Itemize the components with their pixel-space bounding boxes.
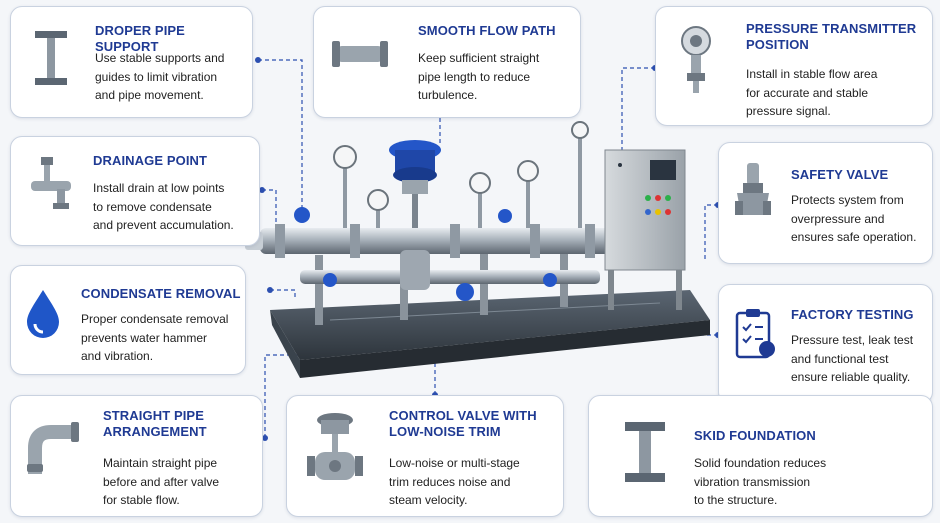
card-title: FACTORY TESTING (791, 307, 914, 322)
connector-safety-valve (704, 204, 718, 262)
pipe-segment-icon (332, 41, 388, 67)
i-beam-icon (625, 422, 665, 482)
connector-drainage (262, 189, 277, 240)
pipe-support-icon (35, 31, 67, 85)
card-title: DROPER PIPE SUPPORT (95, 23, 185, 54)
control-cabinet (604, 149, 686, 310)
skid-base (270, 290, 710, 378)
drain-pipe-icon (31, 157, 71, 209)
card-condensate: CONDENSATE REMOVAL Proper condensate rem… (10, 265, 246, 375)
connector-condensate (270, 289, 296, 300)
water-drop-icon (27, 290, 59, 338)
card-drainage: DRAINAGE POINT Install drain at low poin… (10, 136, 260, 246)
card-title: CONDENSATE REMOVAL (81, 286, 241, 301)
steam-skid-illustration (245, 121, 710, 378)
control-valve (389, 140, 441, 290)
card-factory-testing: FACTORY TESTING Pressure test, leak test… (718, 284, 933, 404)
pressure-gauges (333, 121, 589, 228)
card-title: SKID FOUNDATION (694, 428, 816, 443)
pressure-transmitter-icon (681, 26, 711, 93)
connector-flow-path (439, 70, 456, 145)
connector-pipe-support (258, 59, 303, 215)
clipboard-check-icon (735, 309, 775, 359)
connector-pressure-transmitter (621, 67, 655, 150)
pipe-elbow-icon (27, 422, 79, 474)
card-title: SAFETY VALVE (791, 167, 889, 182)
card-title: DRAINAGE POINT (93, 153, 208, 168)
card-title: SMOOTH FLOW PATH (418, 23, 556, 38)
card-pipe-support: DROPER PIPE SUPPORT Use stable supports … (10, 6, 253, 118)
card-skid-foundation: SKID FOUNDATION Solid foundation reduces… (588, 395, 933, 517)
control-valve-icon (307, 413, 363, 480)
main-pipe (245, 224, 620, 258)
card-flow-path: SMOOTH FLOW PATH Keep sufficient straigh… (313, 6, 581, 118)
safety-valve-icon (735, 163, 771, 215)
